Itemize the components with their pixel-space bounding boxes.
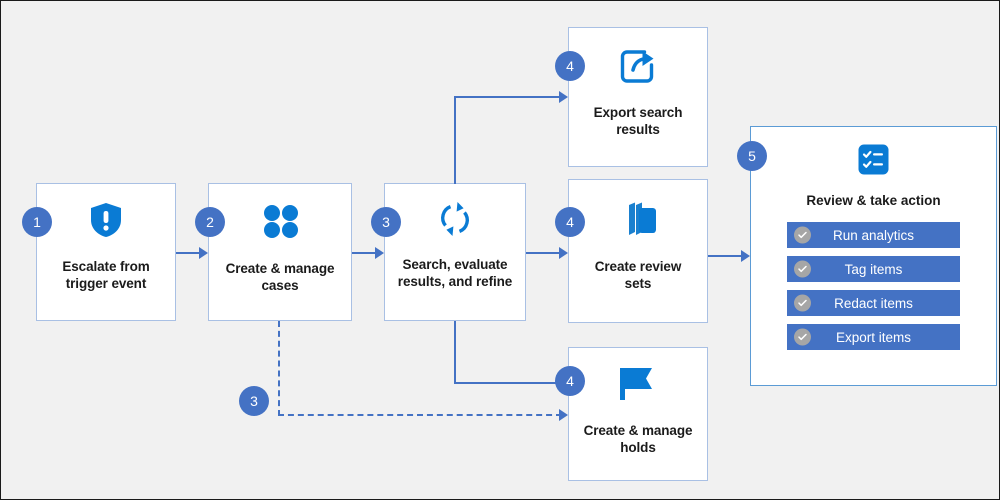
node-escalate-label: Escalate from trigger event <box>56 258 155 293</box>
node-create-manage-cases[interactable]: Create & manage cases <box>208 183 352 321</box>
action-button-redact-items-label: Redact items <box>834 295 913 311</box>
node-review-sets-label-line1: Create review <box>594 259 682 274</box>
action-button-tag-items-label: Tag items <box>844 261 903 277</box>
node-create-review-sets[interactable]: Create review sets <box>568 179 708 323</box>
badge-node-4-export: 4 <box>555 51 585 81</box>
badge-dashed-branch: 3 <box>239 386 269 416</box>
node-search-label: Search, evaluate results, and refine <box>392 256 518 291</box>
connector-search-down-horizontal <box>454 382 560 384</box>
action-button-export-items-label: Export items <box>835 329 912 345</box>
node-create-manage-holds[interactable]: Create & manage holds <box>568 347 708 481</box>
node-holds-label: Create & manage holds <box>578 422 699 457</box>
node-holds-label-line2: holds <box>620 440 656 456</box>
connector-search-down-vertical <box>454 321 456 384</box>
arrowhead-dashed-to-holds <box>559 409 568 421</box>
badge-node-2: 2 <box>195 207 225 237</box>
action-button-run-analytics-label: Run analytics <box>832 227 915 243</box>
node-search-label-line1: Search, evaluate <box>402 257 508 272</box>
badge-node-4-holds: 4 <box>555 366 585 396</box>
export-arrow-icon <box>620 48 656 84</box>
node-cases-label-line2: cases <box>261 278 299 294</box>
node-export-search-results[interactable]: Export search results <box>568 27 708 167</box>
stacked-layers-icon <box>619 202 657 238</box>
node-export-search-label: Export search results <box>588 104 689 139</box>
dashed-connector-cases-vertical <box>278 321 280 416</box>
checklist-icon <box>858 144 889 180</box>
node-export-search-label-line2: results <box>616 122 660 138</box>
badge-node-3: 3 <box>371 207 401 237</box>
node-search-label-line2: results, and refine <box>397 274 513 290</box>
connector-search-to-review-sets <box>526 252 560 254</box>
arrowhead-review-sets-to-panel <box>741 250 750 262</box>
arrowhead-cases-to-search <box>375 247 384 259</box>
node-cases-label-line1: Create & manage <box>225 261 335 276</box>
check-circle-icon <box>794 226 811 244</box>
badge-node-1: 1 <box>22 207 52 237</box>
node-escalate-from-trigger-event[interactable]: Escalate from trigger event <box>36 183 176 321</box>
node-review-sets-label: Create review sets <box>589 258 688 293</box>
action-button-tag-items[interactable]: Tag items <box>787 256 960 282</box>
check-circle-icon <box>794 328 811 346</box>
connector-cases-to-search <box>352 252 376 254</box>
arrowhead-search-to-export <box>559 91 568 103</box>
action-button-export-items[interactable]: Export items <box>787 324 960 350</box>
check-circle-icon <box>794 260 811 278</box>
connector-review-sets-to-panel <box>708 255 742 257</box>
flag-icon <box>618 366 658 402</box>
check-circle-icon <box>794 294 811 312</box>
node-holds-label-line1: Create & manage <box>583 423 693 438</box>
node-escalate-label-line2: trigger event <box>65 276 147 292</box>
panel-actions-list: Run analytics Tag items Redact items <box>787 222 960 350</box>
node-export-search-label-line1: Export search <box>593 105 683 120</box>
node-search-evaluate-refine[interactable]: Search, evaluate results, and refine <box>384 183 526 321</box>
node-escalate-label-line1: Escalate from <box>62 259 150 274</box>
dashed-connector-cases-horizontal <box>278 414 562 416</box>
connector-search-up-vertical <box>454 96 456 184</box>
badge-node-4-review-sets: 4 <box>555 207 585 237</box>
node-cases-label: Create & manage cases <box>220 260 341 295</box>
four-dots-icon <box>262 204 298 238</box>
panel-review-take-action[interactable]: Review & take action Run analytics Tag i… <box>750 126 997 386</box>
badge-panel-5: 5 <box>737 141 767 171</box>
connector-search-up-horizontal <box>454 96 560 98</box>
connector-escalate-to-cases <box>176 252 200 254</box>
action-button-redact-items[interactable]: Redact items <box>787 290 960 316</box>
node-review-sets-label-line2: sets <box>624 276 652 292</box>
panel-title: Review & take action <box>806 193 941 208</box>
action-button-run-analytics[interactable]: Run analytics <box>787 222 960 248</box>
arrowhead-search-to-review-sets <box>559 247 568 259</box>
arrowhead-escalate-to-cases <box>199 247 208 259</box>
shield-alert-icon <box>89 202 123 238</box>
refresh-sync-icon <box>437 200 473 238</box>
